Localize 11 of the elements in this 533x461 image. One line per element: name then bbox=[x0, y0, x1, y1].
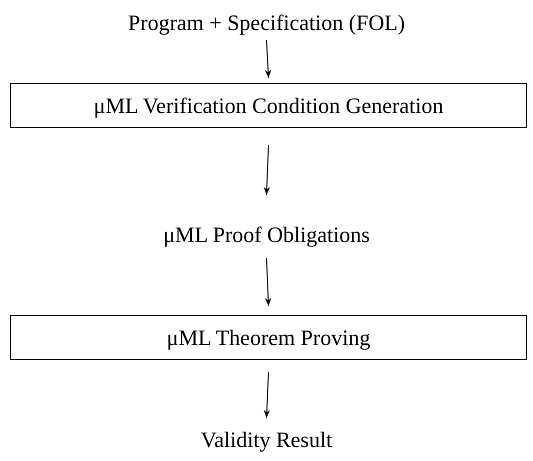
process-label: μML Theorem Proving bbox=[166, 324, 370, 350]
arrow bbox=[264, 144, 270, 196]
process-box bbox=[10, 315, 527, 360]
arrow bbox=[264, 40, 272, 78]
flow-text: μML Proof Obligations bbox=[163, 222, 370, 248]
process-box bbox=[10, 83, 527, 128]
process-label: μML Verification Condition Generation bbox=[94, 92, 444, 118]
flow-text: Program + Specification (FOL) bbox=[128, 10, 405, 36]
arrow bbox=[264, 258, 272, 306]
flow-text: Validity Result bbox=[200, 427, 332, 453]
arrow bbox=[264, 372, 270, 418]
